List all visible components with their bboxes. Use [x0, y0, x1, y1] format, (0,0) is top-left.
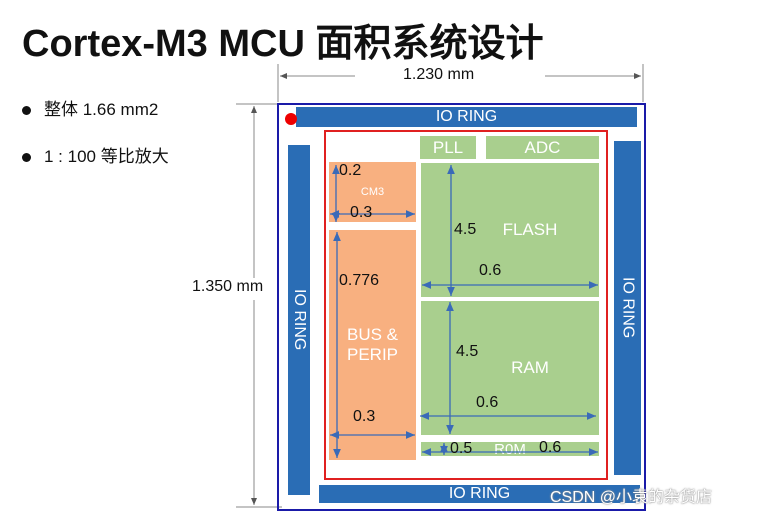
height-dimension: 1.350 mm — [192, 278, 264, 295]
rom-width-label: 0.6 — [539, 439, 562, 456]
bullet-total-area: 整体 1.66 mm2 — [22, 95, 158, 120]
flash-height-label: 4.5 — [454, 221, 477, 238]
io-ring-left: IO RING — [288, 145, 310, 495]
adc-block: ADC — [486, 136, 599, 159]
pin1-marker — [285, 113, 297, 125]
core-region — [324, 130, 608, 480]
bus-width-label: 0.3 — [353, 408, 376, 425]
rom-height-label: 0.5 — [450, 440, 473, 457]
pll-block: PLL — [420, 136, 476, 159]
ram-height-label: 4.5 — [456, 343, 479, 360]
io-ring-bottom: IO RING — [319, 485, 640, 503]
chip-outline — [277, 103, 646, 511]
io-ring-right: IO RING — [614, 141, 641, 475]
watermark: CSDN @小袁的杂货店 — [550, 489, 713, 506]
bullet-scale: 1 : 100 等比放大 — [22, 142, 169, 167]
cm3-width-label: 0.3 — [350, 204, 373, 221]
bus-perip-block: BUS & PERIP — [329, 230, 416, 460]
io-ring-top: IO RING — [296, 107, 637, 127]
width-dimension: 1.230 mm — [403, 66, 475, 83]
flash-width-label: 0.6 — [479, 262, 502, 279]
bus-height-label: 0.776 — [339, 272, 380, 289]
page-title: Cortex-M3 MCU 面积系统设计 — [22, 23, 544, 65]
ram-width-label: 0.6 — [476, 394, 499, 411]
cm3-height-label: 0.2 — [339, 162, 362, 179]
